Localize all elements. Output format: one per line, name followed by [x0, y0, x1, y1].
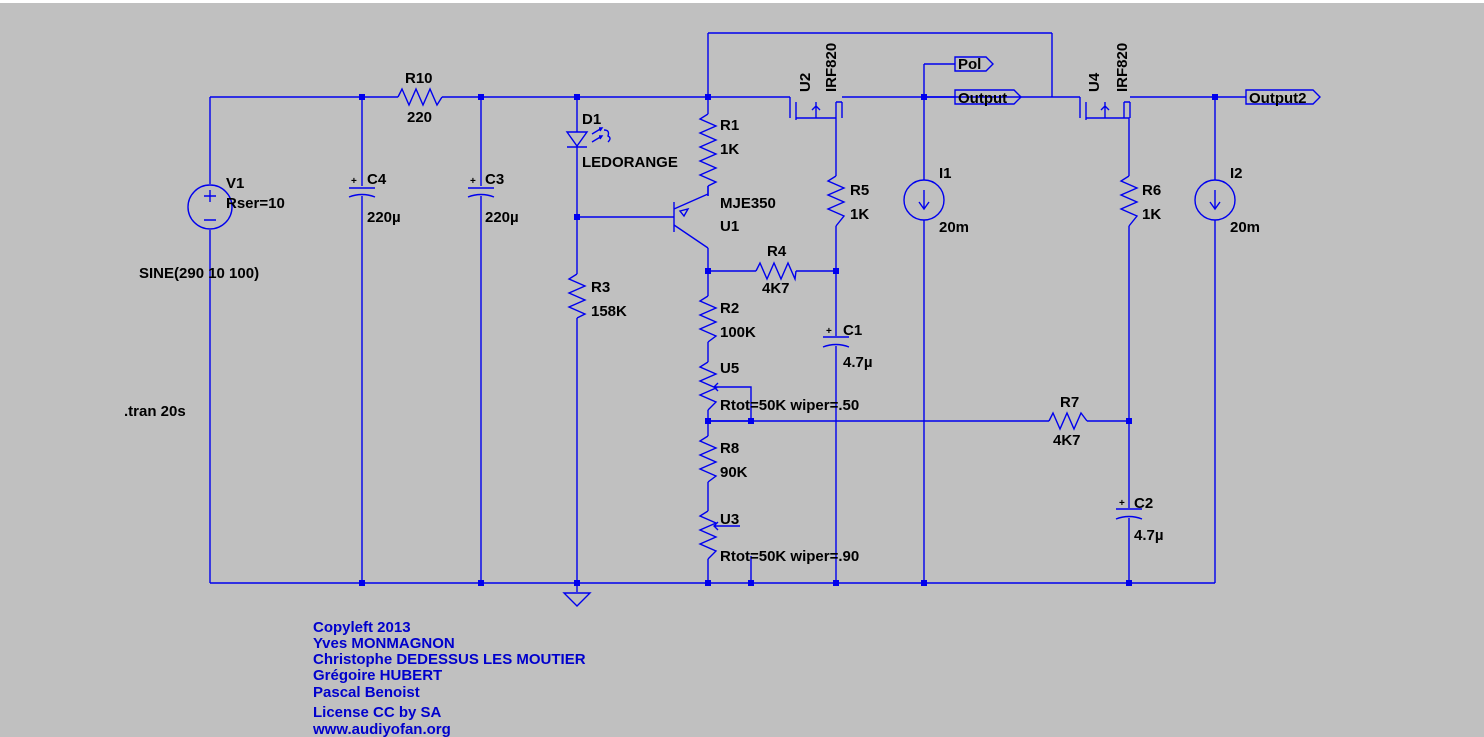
capacitor-c1-symbol[interactable]: +	[822, 326, 850, 348]
capacitor-c4-symbol[interactable]: +	[348, 176, 376, 198]
v1-ref: V1	[226, 175, 244, 192]
current-source-i1-symbol[interactable]	[903, 179, 945, 221]
r2-value: 100K	[720, 324, 756, 341]
c4-ref: C4	[367, 171, 387, 188]
r6-value: 1K	[1142, 206, 1161, 223]
r8-value: 90K	[720, 464, 748, 481]
credit-line-1: Copyleft 2013	[313, 619, 411, 636]
c3-ref: C3	[485, 171, 504, 188]
voltage-source-v1-symbol[interactable]	[187, 184, 233, 230]
r10-ref: R10	[405, 70, 433, 87]
q1-value: MJE350	[720, 195, 776, 212]
credit-line-5: Pascal Benoist	[313, 684, 420, 701]
net-label-output: Output	[958, 90, 1007, 107]
u3-ref: U3	[720, 511, 739, 528]
capacitor-c2-symbol[interactable]: +	[1115, 498, 1143, 520]
transistor-u1-symbol[interactable]	[673, 193, 709, 249]
c4-value: 220µ	[367, 209, 401, 226]
current-source-i2-symbol[interactable]	[1194, 179, 1236, 221]
u4-ref: U4	[1086, 72, 1103, 92]
resistor-r3-symbol[interactable]	[567, 273, 587, 319]
c3-value: 220µ	[485, 209, 519, 226]
i2-value: 20m	[1230, 219, 1260, 236]
net-label-output2: Output2	[1249, 90, 1307, 107]
svg-text:+: +	[351, 176, 357, 187]
svg-text:+: +	[826, 326, 832, 337]
u5-value: Rtot=50K wiper=.50	[720, 397, 859, 414]
credit-line-4: Grégoire HUBERT	[313, 667, 442, 684]
resistor-r5-symbol[interactable]	[826, 175, 846, 227]
mosfet-u2-symbol[interactable]	[789, 97, 843, 124]
r3-ref: R3	[591, 279, 610, 296]
credits-block: Copyleft 2013 Yves MONMAGNON Christophe …	[312, 619, 586, 737]
r10-value: 220	[407, 109, 432, 126]
ground-symbol[interactable]	[562, 592, 592, 607]
c1-ref: C1	[843, 322, 862, 339]
r1-value: 1K	[720, 141, 739, 158]
resistor-r4-symbol[interactable]	[755, 261, 797, 282]
credit-line-3: Christophe DEDESSUS LES MOUTIER	[313, 651, 586, 668]
svg-text:+: +	[470, 176, 476, 187]
r4-ref: R4	[767, 243, 787, 260]
component-labels: V1 Rser=10 SINE(290 10 100) R10 220 C4 2…	[124, 43, 1307, 565]
r7-value: 4K7	[1053, 432, 1081, 449]
c1-value: 4.7µ	[843, 354, 873, 371]
resistor-r2-symbol[interactable]	[698, 295, 718, 343]
spice-directive: .tran 20s	[124, 403, 186, 420]
credit-line-2: Yves MONMAGNON	[313, 635, 455, 652]
capacitor-c3-symbol[interactable]: +	[467, 176, 495, 198]
r3-value: 158K	[591, 303, 627, 320]
resistor-r6-symbol[interactable]	[1119, 175, 1139, 227]
svg-text:+: +	[1119, 498, 1125, 509]
u5-ref: U5	[720, 360, 739, 377]
u2-value: IRF820	[823, 43, 840, 92]
potentiometer-u5-symbol[interactable]	[698, 361, 722, 411]
i1-value: 20m	[939, 219, 969, 236]
r8-ref: R8	[720, 440, 739, 457]
mosfet-u4-symbol[interactable]	[1079, 97, 1131, 124]
potentiometer-u3-symbol[interactable]	[698, 510, 722, 560]
resistor-r7-symbol[interactable]	[1048, 411, 1088, 431]
schematic-window[interactable]: + +	[0, 3, 1484, 737]
c2-ref: C2	[1134, 495, 1153, 512]
i2-ref: I2	[1230, 165, 1243, 182]
credit-line-6: License CC by SA	[313, 704, 442, 721]
d1-value: LEDORANGE	[582, 154, 678, 171]
net-flag-output2[interactable]	[1245, 89, 1321, 105]
led-d1-symbol[interactable]	[565, 127, 611, 148]
r6-ref: R6	[1142, 182, 1161, 199]
v1-param: Rser=10	[226, 195, 285, 212]
q1-ref: U1	[720, 218, 739, 235]
credit-line-7: www.audiyofan.org	[312, 721, 451, 737]
r2-ref: R2	[720, 300, 739, 317]
c2-value: 4.7µ	[1134, 527, 1164, 544]
u3-value: Rtot=50K wiper=.90	[720, 548, 859, 565]
net-flag-output[interactable]	[954, 89, 1022, 105]
resistor-r8-symbol[interactable]	[698, 435, 718, 483]
u2-ref: U2	[797, 73, 814, 92]
r5-value: 1K	[850, 206, 869, 223]
r1-ref: R1	[720, 117, 739, 134]
d1-ref: D1	[582, 111, 601, 128]
r5-ref: R5	[850, 182, 869, 199]
net-label-pol: Pol	[958, 56, 981, 73]
schematic-drawing[interactable]: + +	[0, 3, 1484, 737]
net-flag-pol[interactable]	[954, 56, 994, 72]
junctions	[359, 94, 1218, 586]
resistor-r10-symbol[interactable]	[397, 87, 443, 107]
r7-ref: R7	[1060, 394, 1079, 411]
r4-value: 4K7	[762, 280, 790, 297]
i1-ref: I1	[939, 165, 952, 182]
resistor-r1-symbol[interactable]	[698, 113, 718, 187]
u4-value: IRF820	[1114, 43, 1131, 92]
v1-source: SINE(290 10 100)	[139, 265, 259, 282]
